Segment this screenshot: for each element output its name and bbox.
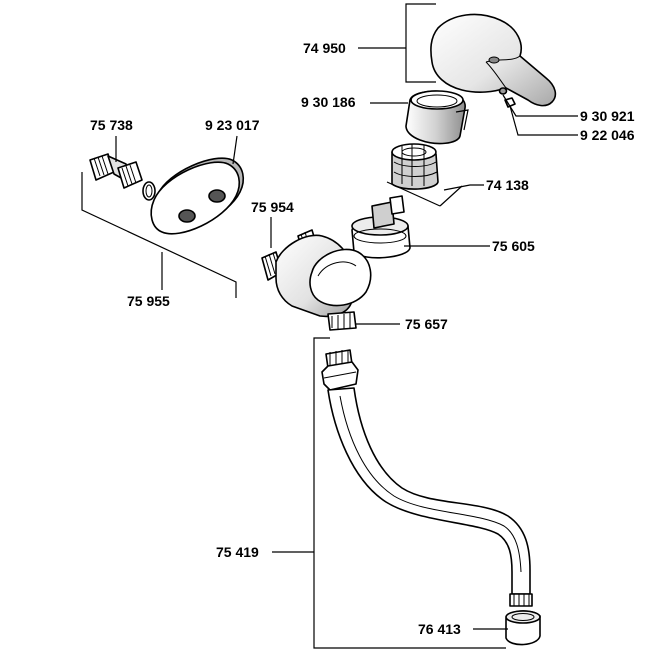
spout xyxy=(321,349,533,607)
label-mixer-body: 75 954 xyxy=(251,199,294,215)
label-lever-handle: 74 950 xyxy=(303,40,346,56)
cartridge-assembly xyxy=(391,143,439,190)
s-union xyxy=(89,153,156,201)
label-cartridge: 75 605 xyxy=(492,238,535,254)
cover-sleeve xyxy=(405,90,466,145)
part-labels: 74 950 9 30 921 9 22 046 9 30 186 74 138… xyxy=(90,40,635,637)
label-s-union: 75 738 xyxy=(90,117,133,133)
escutcheon xyxy=(150,157,245,235)
label-handle-screw-cap: 9 30 921 xyxy=(580,108,635,124)
label-cartridge-assembly: 74 138 xyxy=(486,177,529,193)
label-union-set: 75 955 xyxy=(127,293,170,309)
label-cover-sleeve: 9 30 186 xyxy=(301,94,356,110)
label-handle-screw: 9 22 046 xyxy=(580,127,635,143)
label-spout: 75 419 xyxy=(216,544,259,560)
leader-lines xyxy=(81,3,578,649)
handle-screw-cap xyxy=(498,87,508,95)
label-spout-connector: 75 657 xyxy=(405,316,448,332)
mixer-body xyxy=(261,229,372,331)
label-aerator: 76 413 xyxy=(418,621,461,637)
label-escutcheon: 9 23 017 xyxy=(205,117,260,133)
lever-handle xyxy=(430,13,557,107)
handle-screw xyxy=(504,97,516,108)
aerator xyxy=(505,610,541,646)
cartridge xyxy=(351,195,411,259)
